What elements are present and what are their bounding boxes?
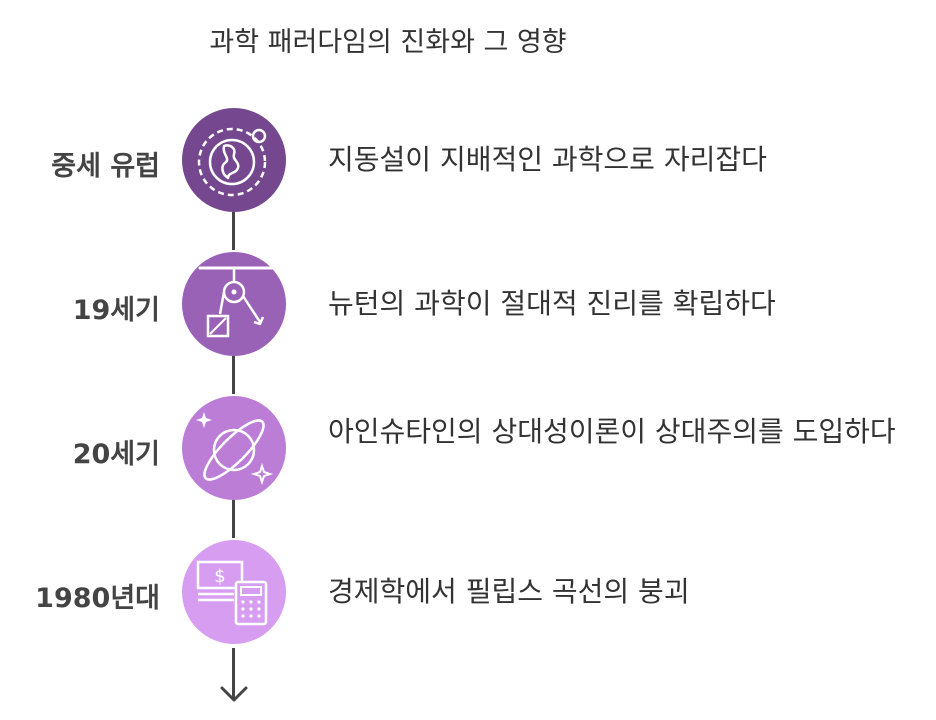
svg-text:$: $	[214, 566, 225, 587]
planet-icon	[196, 412, 274, 486]
step-description: 지동설이 지배적인 과학으로 자리잡다	[328, 143, 767, 176]
money-calculator-icon: $	[196, 560, 268, 626]
timeline-connector	[232, 500, 235, 538]
era-label: 19세기	[72, 295, 160, 326]
pulley-weight-icon	[198, 266, 274, 338]
timeline-node: $	[182, 540, 286, 644]
step-description: 경제학에서 필립스 곡선의 붕괴	[328, 575, 690, 608]
globe-icon	[197, 127, 267, 197]
step-description: 뉴턴의 과학이 절대적 진리를 확립하다	[328, 287, 776, 320]
era-label: 20세기	[72, 439, 160, 470]
timeline-arrow-icon	[220, 686, 248, 702]
timeline-connector	[232, 356, 235, 394]
timeline-connector	[232, 212, 235, 250]
timeline-node	[182, 396, 286, 500]
timeline-node	[182, 252, 286, 356]
era-label: 1980년대	[35, 583, 160, 614]
timeline-node	[182, 108, 286, 212]
diagram-title: 과학 패러다임의 진화와 그 영향	[209, 27, 567, 58]
era-label: 중세 유럽	[51, 151, 160, 182]
timeline-connector	[232, 648, 235, 698]
step-description: 아인슈타인의 상대성이론이 상대주의를 도입하다	[328, 415, 896, 448]
